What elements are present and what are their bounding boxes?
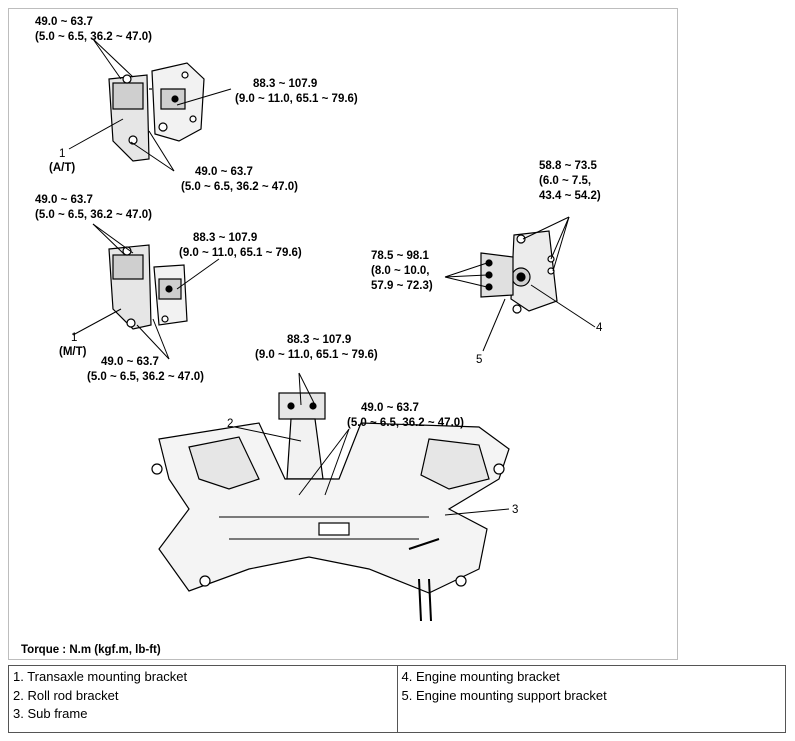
torque-value: 58.8 ~ 73.5 [539, 160, 597, 172]
parts-legend: 1. Transaxle mounting bracket 2. Roll ro… [8, 665, 786, 733]
mt-right-torque: 88.3 ~ 107.9 (9.0 ~ 11.0, 65.1 ~ 79.6) [179, 231, 302, 261]
torque-units: (8.0 ~ 10.0, [371, 265, 430, 277]
torque-value: 78.5 ~ 98.1 [371, 250, 429, 262]
callout-5: 5 [476, 354, 483, 366]
torque-units: 43.4 ~ 54.2) [539, 190, 601, 202]
legend-item: 1. Transaxle mounting bracket [13, 669, 188, 684]
at-tag: (A/T) [49, 162, 76, 174]
roll-right-torque: 49.0 ~ 63.7 (5.0 ~ 6.5, 36.2 ~ 47.0) [347, 401, 464, 431]
torque-units: (5.0 ~ 6.5, 36.2 ~ 47.0) [347, 417, 464, 429]
torque-units: (6.0 ~ 7.5, [539, 175, 592, 187]
callout-4: 4 [596, 322, 603, 334]
torque-units: (5.0 ~ 6.5, 36.2 ~ 47.0) [87, 371, 204, 383]
torque-value: 88.3 ~ 107.9 [287, 334, 352, 346]
torque-value: 49.0 ~ 63.7 [35, 194, 93, 206]
torque-value: 49.0 ~ 63.7 [101, 356, 159, 368]
mt-transaxle-mount [108, 244, 188, 330]
torque-value: 88.3 ~ 107.9 [253, 78, 318, 90]
mt-tag: (M/T) [59, 346, 87, 358]
callout-2: 2 [227, 418, 234, 430]
roll-top-torque: 88.3 ~ 107.9 (9.0 ~ 11.0, 65.1 ~ 79.6) [255, 333, 378, 363]
callout-1-mt: 1 [71, 332, 78, 344]
legend-item: 4. Engine mounting bracket [401, 669, 560, 684]
mt-bottom-torque: 49.0 ~ 63.7 (5.0 ~ 6.5, 36.2 ~ 47.0) [87, 355, 204, 385]
mt-top-torque: 49.0 ~ 63.7 (5.0 ~ 6.5, 36.2 ~ 47.0) [35, 193, 152, 223]
diagram-figure: 49.0 ~ 63.7 (5.0 ~ 6.5, 36.2 ~ 47.0) 88.… [8, 8, 678, 660]
engine-mount [480, 230, 558, 314]
torque-units: 57.9 ~ 72.3) [371, 280, 433, 292]
sub-frame [151, 422, 510, 622]
torque-units: (5.0 ~ 6.5, 36.2 ~ 47.0) [35, 31, 152, 43]
callout-3: 3 [512, 504, 519, 516]
torque-value: 49.0 ~ 63.7 [35, 16, 93, 28]
torque-units: (5.0 ~ 6.5, 36.2 ~ 47.0) [35, 209, 152, 221]
diagram-drawing [68, 38, 596, 622]
legend-left-column: 1. Transaxle mounting bracket 2. Roll ro… [8, 665, 398, 733]
at-right-torque: 88.3 ~ 107.9 (9.0 ~ 11.0, 65.1 ~ 79.6) [235, 77, 358, 107]
at-transaxle-mount [108, 62, 205, 162]
legend-item: 2. Roll rod bracket [13, 687, 119, 703]
callout-1-at: 1 [59, 148, 66, 160]
legend-item: 5. Engine mounting support bracket [401, 687, 607, 703]
engine-left-torque: 78.5 ~ 98.1 (8.0 ~ 10.0, 57.9 ~ 72.3) [371, 249, 433, 294]
torque-value: 49.0 ~ 63.7 [195, 166, 253, 178]
torque-units: (9.0 ~ 11.0, 65.1 ~ 79.6) [255, 349, 378, 361]
engine-top-torque: 58.8 ~ 73.5 (6.0 ~ 7.5, 43.4 ~ 54.2) [539, 159, 601, 204]
torque-units: (9.0 ~ 11.0, 65.1 ~ 79.6) [179, 247, 302, 259]
at-bottom-torque: 49.0 ~ 63.7 (5.0 ~ 6.5, 36.2 ~ 47.0) [181, 165, 298, 195]
at-top-torque: 49.0 ~ 63.7 (5.0 ~ 6.5, 36.2 ~ 47.0) [35, 15, 152, 45]
torque-value: 88.3 ~ 107.9 [193, 232, 258, 244]
legend-right-column: 4. Engine mounting bracket 5. Engine mou… [396, 665, 786, 733]
torque-units: (9.0 ~ 11.0, 65.1 ~ 79.6) [235, 93, 358, 105]
torque-value: 49.0 ~ 63.7 [361, 402, 419, 414]
torque-units-note: Torque : N.m (kgf.m, lb-ft) [21, 644, 161, 656]
legend-item: 3. Sub frame [13, 706, 88, 721]
torque-units: (5.0 ~ 6.5, 36.2 ~ 47.0) [181, 181, 298, 193]
